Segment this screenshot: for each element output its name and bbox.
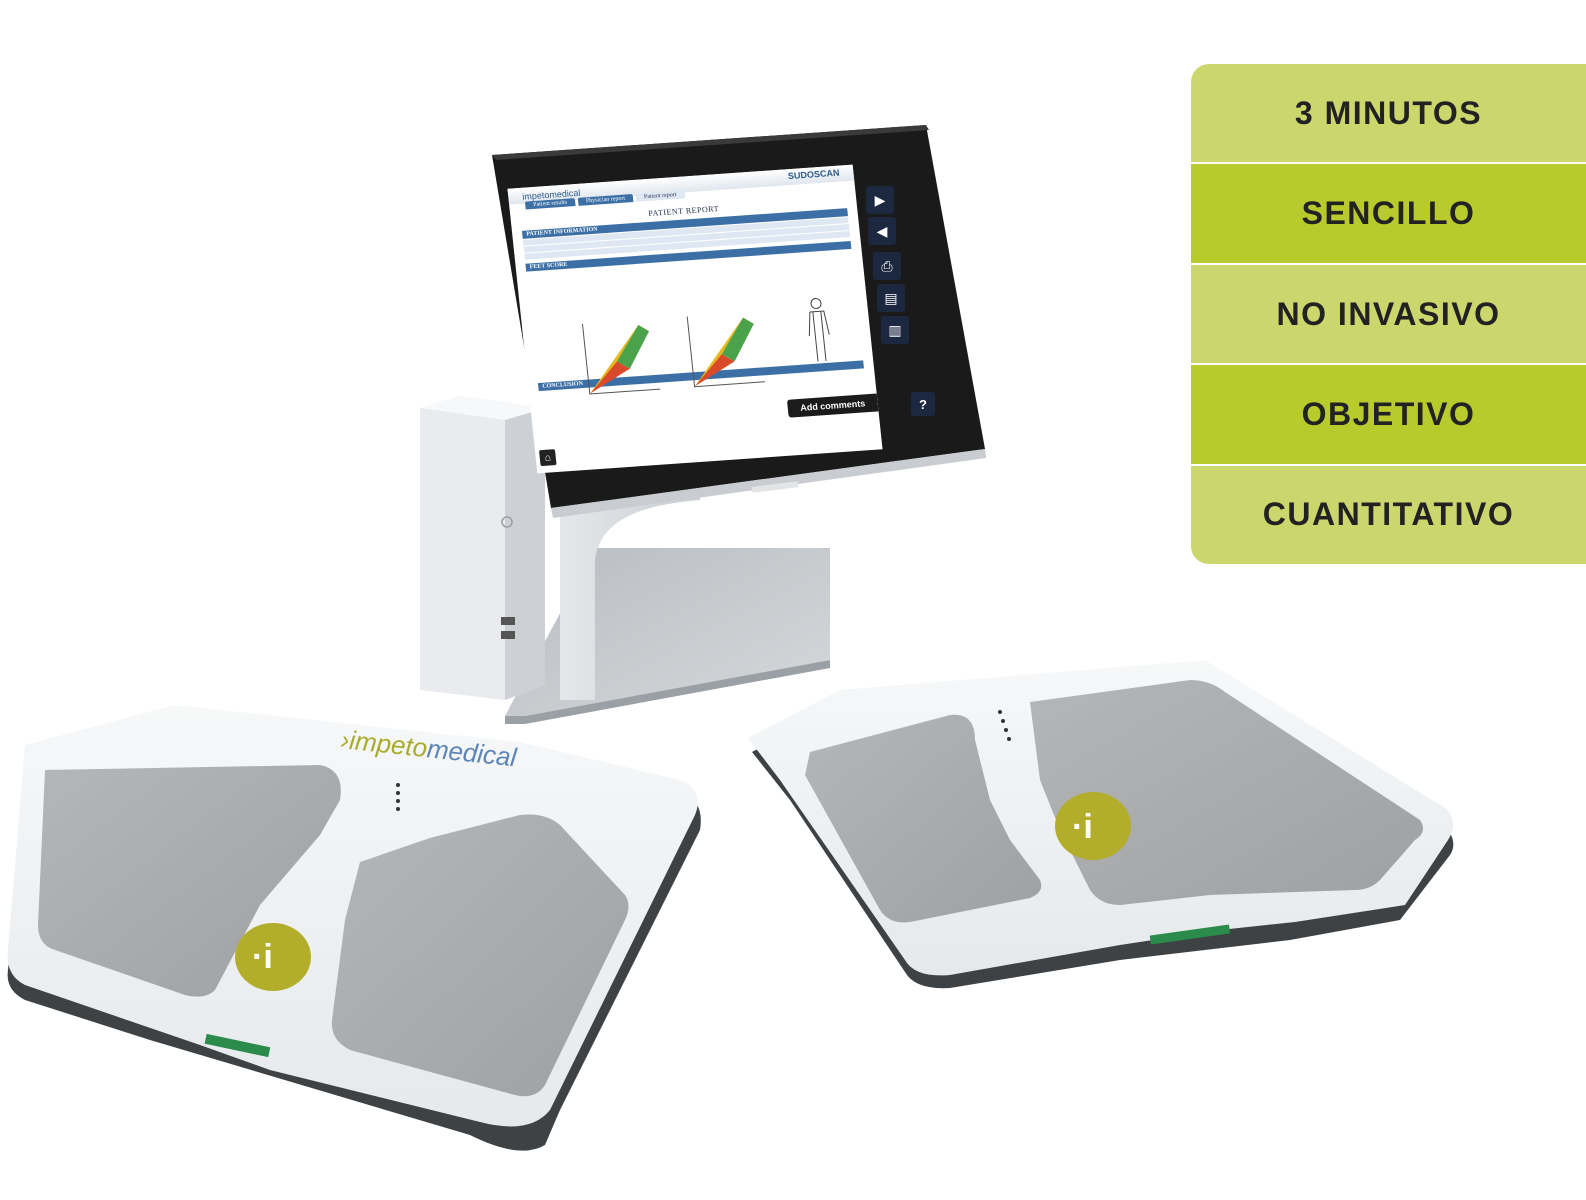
body-figure-icon (808, 298, 830, 362)
impeto-badge (1055, 792, 1131, 860)
feature-item: SENCILLO (1191, 164, 1586, 265)
hands-score-chart (686, 311, 765, 388)
left-foot-plate: ·i ›impetomedical (7, 705, 701, 1151)
svg-text:·i: ·i (252, 938, 273, 976)
tablet-screen: impetomedical SUDOSCAN Patient results P… (507, 164, 883, 474)
left-electrode (805, 714, 1042, 923)
feature-item: OBJETIVO (1191, 365, 1586, 466)
feet-score-chart (581, 318, 661, 395)
print-icon[interactable]: ⎙ (873, 252, 901, 280)
prev-arrow-icon[interactable]: ◀ (868, 217, 896, 245)
tab-patient-report[interactable]: Patient report (635, 190, 685, 202)
left-electrode (38, 765, 341, 997)
tab-physician-report[interactable]: Physician report (577, 194, 634, 206)
home-icon[interactable]: ⌂ (538, 449, 557, 467)
feature-item: NO INVASIVO (1191, 264, 1586, 366)
stand-column (560, 468, 700, 700)
svg-text:·i: ·i (1072, 808, 1093, 846)
usb-port (501, 617, 515, 625)
next-arrow-icon[interactable]: ▶ (866, 186, 894, 214)
screen-product: SUDOSCAN (787, 167, 840, 182)
right-electrode (331, 814, 629, 1097)
layout-icon[interactable]: ▥ (881, 316, 909, 344)
feature-item: CUANTITATIVO (1191, 465, 1586, 564)
help-button[interactable]: ? (911, 392, 935, 416)
right-electrode (1030, 680, 1424, 905)
feature-item: 3 MINUTOS (1191, 64, 1586, 165)
impeto-badge (235, 923, 311, 991)
save-icon[interactable]: ▤ (877, 284, 905, 312)
add-comments-button[interactable]: Add comments (786, 393, 879, 418)
right-foot-plate: ·i (748, 660, 1454, 989)
power-button-icon (501, 516, 513, 528)
usb-port (501, 631, 515, 639)
feature-list: 3 MINUTOS SENCILLO NO INVASIVO OBJETIVO … (1191, 64, 1586, 564)
